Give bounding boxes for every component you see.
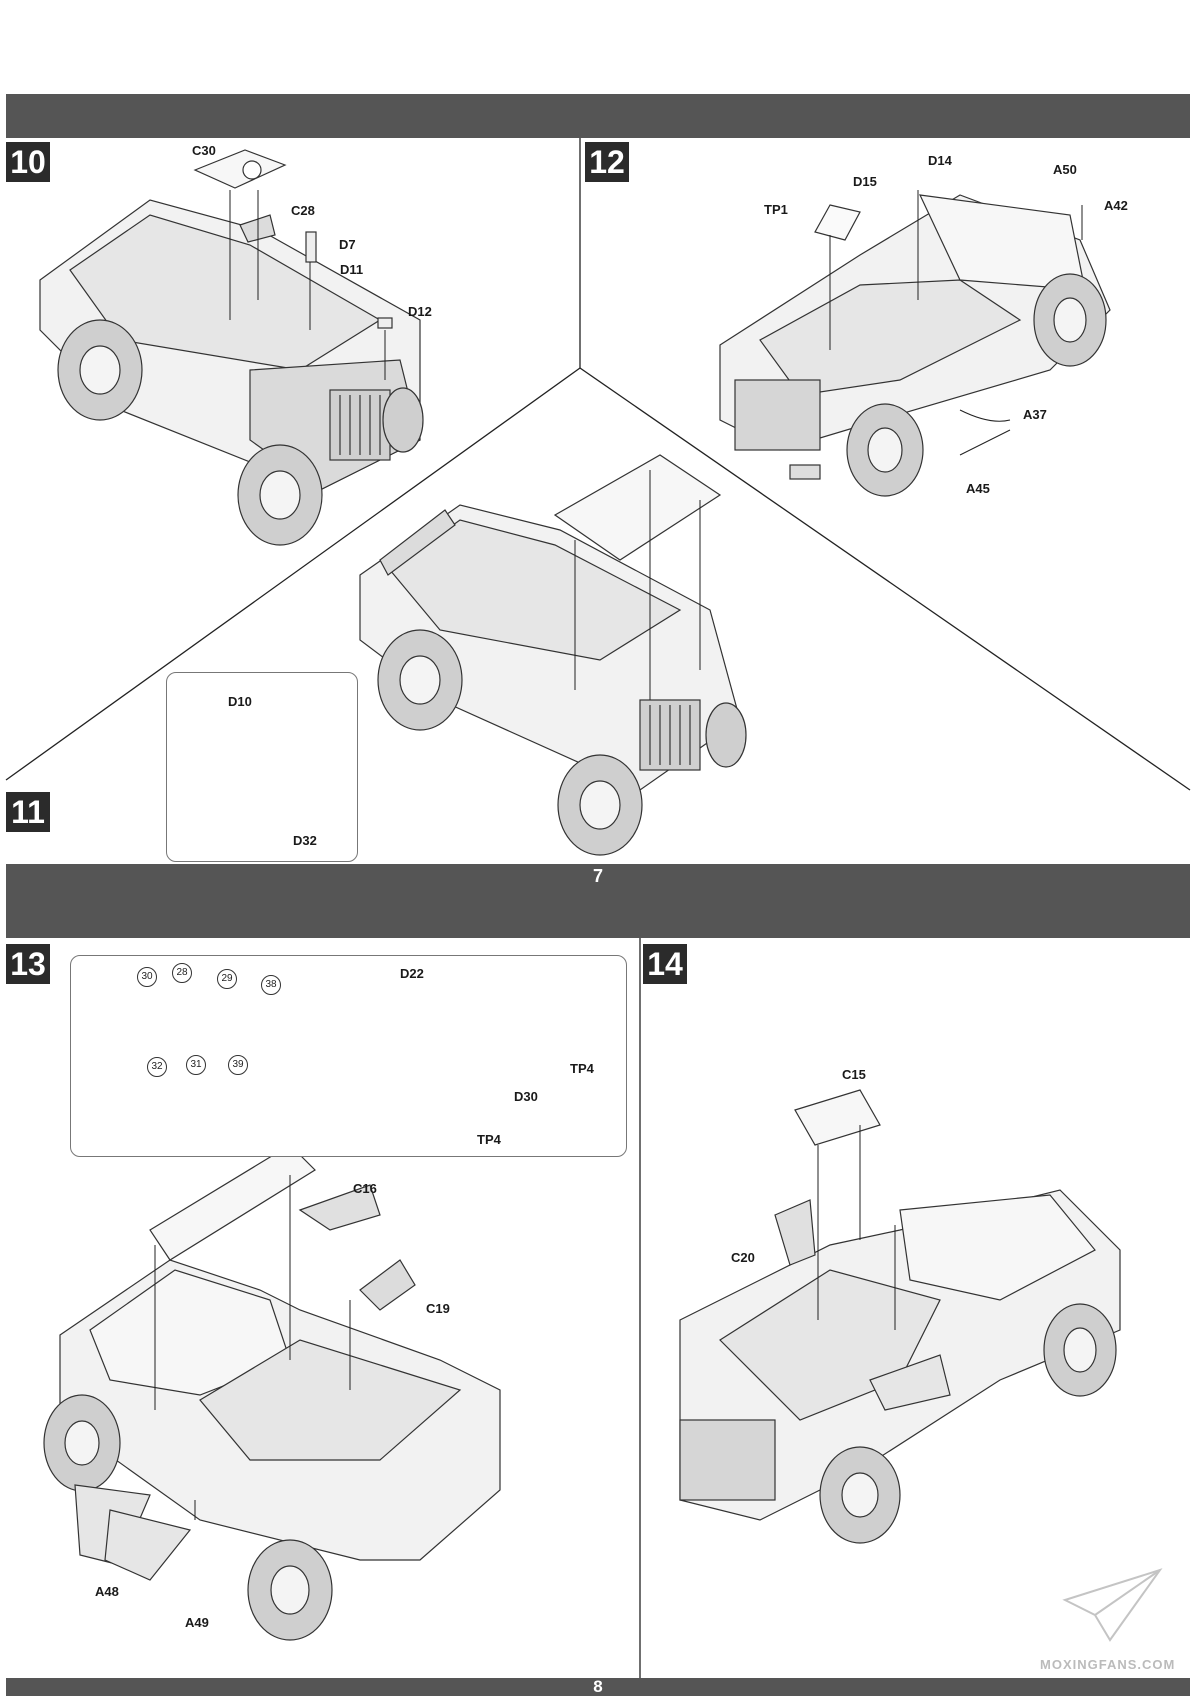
part-label-d7: D7: [339, 237, 356, 252]
part-label-d15: D15: [853, 174, 877, 189]
part-label-d22: D22: [400, 966, 424, 981]
gauge-callout-39: 39: [228, 1055, 248, 1075]
part-label-c30: C30: [192, 143, 216, 158]
part-label-a45: A45: [966, 481, 990, 496]
part-label-c20: C20: [731, 1250, 755, 1265]
part-label-a48: A48: [95, 1584, 119, 1599]
step14-jeep-drawing: [679, 1089, 1121, 1544]
step11-jeep-drawing: [359, 454, 747, 856]
part-label-c16: C16: [353, 1181, 377, 1196]
page-number-8: 8: [593, 1677, 603, 1696]
part-label-d11: D11: [340, 262, 364, 277]
step11-inset-box: [166, 672, 358, 862]
watermark-plane-logo: [1062, 1568, 1163, 1642]
part-label-tp1: TP1: [764, 202, 788, 217]
part-label-tp4-bottom: TP4: [477, 1132, 501, 1147]
step10-jeep-drawing: [39, 149, 424, 546]
step-number-10: 10: [6, 142, 50, 182]
middle-band: 7: [6, 864, 1190, 938]
watermark-text: MOXINGFANS.COM: [1040, 1657, 1176, 1672]
part-label-a49: A49: [185, 1615, 209, 1630]
part-label-d12: D12: [408, 304, 432, 319]
gauge-callout-29: 29: [217, 969, 237, 989]
part-label-c15: C15: [842, 1067, 866, 1082]
gauge-callout-31: 31: [186, 1055, 206, 1075]
part-label-d10: D10: [228, 694, 252, 709]
step-number-11: 11: [6, 792, 50, 832]
step-number-14: 14: [643, 944, 687, 984]
part-label-a42: A42: [1104, 198, 1128, 213]
step-number-12: 12: [585, 142, 629, 182]
gauge-callout-32: 32: [147, 1057, 167, 1077]
part-label-d32: D32: [293, 833, 317, 848]
bottom-band: 8: [6, 1677, 1190, 1696]
step13-inset-box: [70, 955, 627, 1157]
step12-jeep-drawing: [719, 194, 1111, 497]
part-label-tp4-right: TP4: [570, 1061, 594, 1076]
part-label-d14: D14: [928, 153, 952, 168]
step13-jeep-drawing: [43, 1144, 501, 1641]
part-label-d30: D30: [514, 1089, 538, 1104]
part-label-a37: A37: [1023, 407, 1047, 422]
part-label-a50: A50: [1053, 162, 1077, 177]
gauge-callout-28: 28: [172, 963, 192, 983]
top-band: [6, 94, 1190, 138]
part-label-c28: C28: [291, 203, 315, 218]
gauge-callout-30: 30: [137, 967, 157, 987]
step-number-13: 13: [6, 944, 50, 984]
page-number-7: 7: [592, 866, 603, 886]
gauge-callout-38: 38: [261, 975, 281, 995]
part-label-c19: C19: [426, 1301, 450, 1316]
